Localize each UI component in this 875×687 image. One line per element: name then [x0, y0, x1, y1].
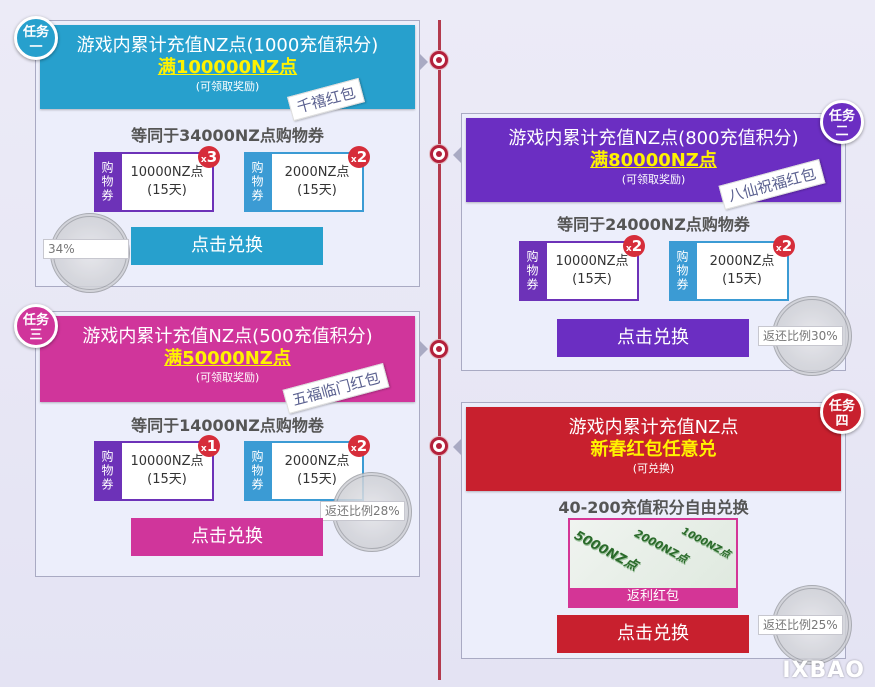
redeem-button[interactable]: 点击兑换 [557, 615, 749, 653]
coupon-duration: (15天) [147, 183, 187, 198]
task3-banner: 游戏内累计充值NZ点(500充值积分) 满50000NZ点 (可领取奖励) [40, 316, 415, 402]
timeline-dot [430, 437, 448, 455]
coupon-multiplier: x3 [198, 146, 220, 168]
task-title: 游戏内累计充值NZ点(1000充值积分) [76, 35, 379, 56]
card-pointer [419, 53, 428, 71]
coupon-amount: 2000NZ点 [284, 454, 350, 469]
coupon: 购物券 2000NZ点 (15天) x2 [669, 235, 795, 301]
coupon: 购物券 2000NZ点 (15天) x2 [244, 146, 370, 212]
task3-badge: 任务三 [14, 304, 58, 348]
coupon-amount: 10000NZ点 [130, 165, 204, 180]
bill: 5000NZ点 [571, 528, 641, 575]
timeline-dot [430, 145, 448, 163]
task-subtitle: 等同于34000NZ点购物券 [131, 126, 324, 145]
task-title: 游戏内累计充值NZ点(800充值积分) [508, 128, 799, 149]
coupon: 购物券 10000NZ点 (15天) x2 [519, 235, 645, 301]
task1-card: 游戏内累计充值NZ点(1000充值积分) 满100000NZ点 (可领取奖励) … [35, 20, 428, 293]
task4-banner: 游戏内累计充值NZ点 新春红包任意兑 (可兑换) [466, 407, 841, 491]
task-subtitle: 40-200充值积分自由兑换 [558, 498, 749, 517]
coupon: 购物券 10000NZ点 (15天) x3 [94, 146, 220, 212]
coupon-type: 购物券 [94, 441, 120, 501]
coupon-amount: 10000NZ点 [130, 454, 204, 469]
prize-card: 5000NZ点 2000NZ点 1000NZ点 返利红包 [568, 518, 738, 608]
task1-badge: 任务一 [14, 16, 58, 60]
card-pointer [453, 146, 462, 164]
redeem-button[interactable]: 点击兑换 [131, 518, 323, 556]
coupon-duration: (15天) [297, 472, 337, 487]
coupon-duration: (15天) [722, 272, 762, 287]
prize-label: 返利红包 [570, 588, 736, 606]
task2-card: 游戏内累计充值NZ点(800充值积分) 满80000NZ点 (可领取奖励) 八仙… [453, 113, 852, 376]
coupon-multiplier: x2 [623, 235, 645, 257]
coupon: 购物券 2000NZ点 (15天) x2 [244, 435, 370, 501]
task-amount: 满50000NZ点 [164, 348, 291, 369]
red-envelope-bills-image: 5000NZ点 2000NZ点 1000NZ点 [570, 520, 736, 592]
coupon-duration: (15天) [572, 272, 612, 287]
task-amount: 新春红包任意兑 [590, 439, 717, 460]
coupon-multiplier: x2 [773, 235, 795, 257]
timeline-dot [430, 340, 448, 358]
site-watermark: IXBAO [782, 658, 865, 683]
redeem-button[interactable]: 点击兑换 [131, 227, 323, 265]
task-title: 游戏内累计充值NZ点(500充值积分) [82, 326, 373, 347]
coupon-type: 购物券 [519, 241, 545, 301]
card-pointer [419, 340, 428, 358]
coupon-type: 购物券 [669, 241, 695, 301]
task-note: (可领取奖励) [621, 173, 686, 186]
task-note: (可兑换) [632, 462, 675, 475]
task3-card: 游戏内累计充值NZ点(500充值积分) 满50000NZ点 (可领取奖励) 五福… [35, 311, 428, 577]
coupon-amount: 2000NZ点 [709, 254, 775, 269]
coupon-amount: 2000NZ点 [284, 165, 350, 180]
return-ratio-label: 返还比例25% [758, 615, 843, 635]
coupon-multiplier: x1 [198, 435, 220, 457]
timeline-dot [430, 51, 448, 69]
coupon-multiplier: x2 [348, 146, 370, 168]
coupon-duration: (15天) [147, 472, 187, 487]
coupon-type: 购物券 [244, 152, 270, 212]
coupon-amount: 10000NZ点 [555, 254, 629, 269]
return-ratio-label: 返还比例30% [758, 326, 843, 346]
coupon-multiplier: x2 [348, 435, 370, 457]
coupon-value: 10000NZ点 (15天) [120, 152, 214, 212]
card-pointer [453, 438, 462, 456]
coupon-duration: (15天) [297, 183, 337, 198]
coupon: 购物券 10000NZ点 (15天) x1 [94, 435, 220, 501]
task-note: (可领取奖励) [195, 371, 260, 384]
coupon-value: 10000NZ点 (15天) [120, 441, 214, 501]
task-amount: 满80000NZ点 [590, 150, 717, 171]
task4-badge: 任务四 [820, 390, 864, 434]
task2-badge: 任务二 [820, 100, 864, 144]
coupon-type: 购物券 [244, 441, 270, 501]
task-title: 游戏内累计充值NZ点 [568, 417, 739, 438]
task4-card: 游戏内累计充值NZ点 新春红包任意兑 (可兑换) 40-200充值积分自由兑换 … [453, 402, 852, 665]
progress-label: 34% [43, 239, 129, 259]
return-ratio-label: 返还比例28% [320, 501, 405, 521]
task-subtitle: 等同于24000NZ点购物券 [557, 215, 750, 234]
task-note: (可领取奖励) [195, 80, 260, 93]
redeem-button[interactable]: 点击兑换 [557, 319, 749, 357]
task-subtitle: 等同于14000NZ点购物卷 [131, 416, 324, 435]
task-amount: 满100000NZ点 [157, 57, 298, 78]
coupon-type: 购物券 [94, 152, 120, 212]
